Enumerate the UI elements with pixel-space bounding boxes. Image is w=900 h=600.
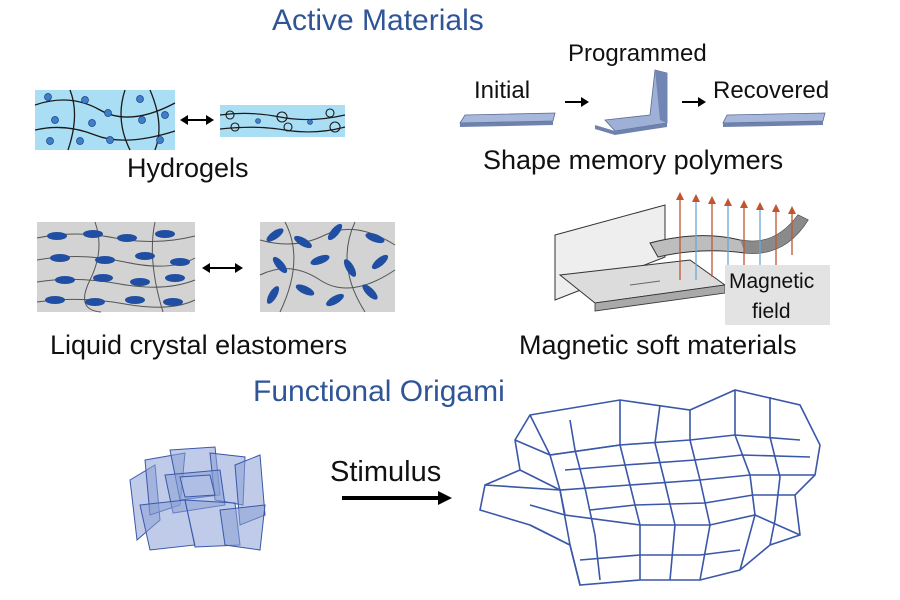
magnetic-illustration [554,192,830,325]
magnetic-bent-strip [649,214,809,258]
active-materials-title: Active Materials [272,4,484,37]
smp-recovered-strip [722,112,826,127]
smp-arrow-2 [682,97,706,107]
lce-aligned-panel [36,221,196,313]
smp-label: Shape memory polymers [483,145,784,175]
hydrogel-collapsed-panel [219,105,346,137]
hydrogels-label: Hydrogels [127,153,249,183]
smp-programmed-label: Programmed [568,40,707,67]
smp-illustration [459,69,826,135]
smp-initial-strip [459,112,556,127]
unfolded-origami-illustration [479,389,821,586]
smp-recovered-label: Recovered [713,77,830,104]
magnetic-field-label-line2: field [752,300,791,323]
magnetic-field-label-line1: Magnetic [729,270,815,293]
lce-illustration [36,221,396,313]
smp-arrow-1 [565,97,589,107]
lce-label: Liquid crystal elastomers [50,330,348,360]
hydrogel-swollen-panel [34,89,176,151]
stimulus-label: Stimulus [330,456,442,488]
hydrogel-double-arrow [180,115,214,125]
stimulus-arrow [342,491,452,505]
magnetic-label: Magnetic soft materials [519,330,797,360]
smp-initial-label: Initial [474,77,531,104]
functional-origami-title: Functional Origami [253,375,505,408]
magnetic-field-label-box [725,265,830,325]
smp-programmed-strip [595,69,668,135]
lce-double-arrow [202,263,243,273]
hydrogels-illustration [34,89,346,151]
lce-disordered-panel [259,221,396,313]
folded-origami-illustration [129,446,266,551]
magnetic-field-arrows [676,192,796,280]
